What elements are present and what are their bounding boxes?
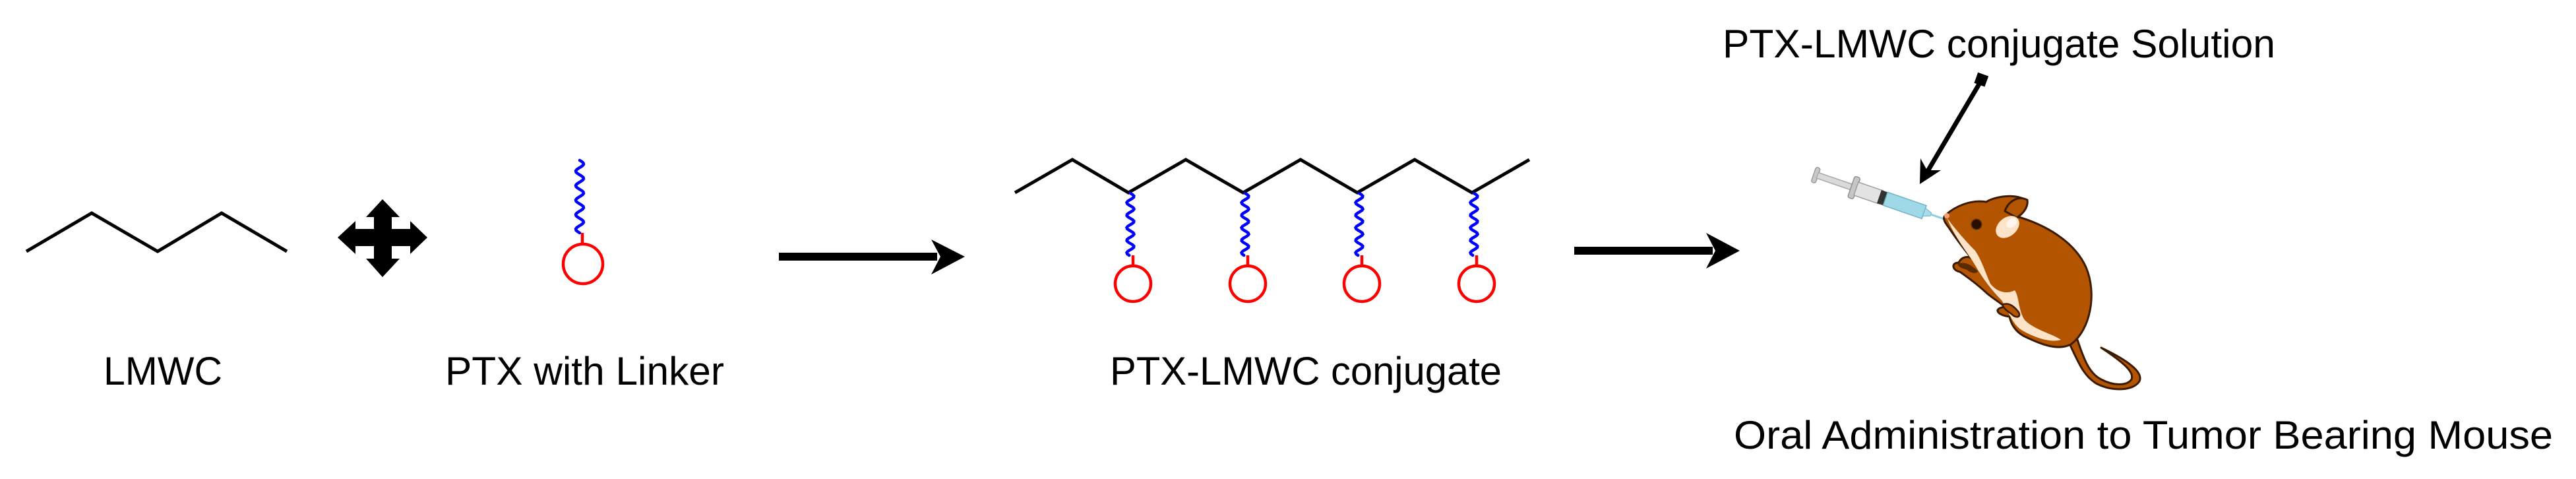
conjugate-pendant xyxy=(1228,191,1268,303)
conjugate-pendant xyxy=(1342,191,1382,303)
conjugate-pendant xyxy=(1113,191,1153,303)
ptx-drug-circle xyxy=(1228,264,1268,303)
pointer-arrow xyxy=(1920,72,1989,184)
ptx-with-linker-structure xyxy=(561,158,605,286)
ptx-drug-circle xyxy=(1113,264,1153,303)
label-lmwc: LMWC xyxy=(104,349,222,393)
label-oral-administration: Oral Administration to Tumor Bearing Mou… xyxy=(1734,413,2553,457)
syringe-icon xyxy=(1811,167,1946,220)
ptx-drug-circle xyxy=(1457,264,1496,303)
linker-wave xyxy=(1124,191,1136,257)
label-ptx-with-linker: PTX with Linker xyxy=(445,349,724,393)
four-way-arrow-icon xyxy=(338,199,427,277)
reaction-arrow-1 xyxy=(779,239,965,274)
label-ptx-lmwc-conjugate: PTX-LMWC conjugate xyxy=(1110,349,1502,393)
reaction-arrow-2 xyxy=(1574,233,1740,269)
ptx-drug-circle xyxy=(1342,264,1382,303)
ptx-lmwc-conjugate-structure xyxy=(1014,158,1531,303)
conjugate-pendant xyxy=(1457,191,1496,303)
label-conjugate-solution: PTX-LMWC conjugate Solution xyxy=(1723,22,2275,66)
linker-wave xyxy=(574,158,586,235)
lmwc-structure xyxy=(25,211,288,253)
linker-wave xyxy=(1353,191,1365,257)
linker-wave xyxy=(1468,191,1480,257)
conjugate-pendants xyxy=(1113,191,1496,303)
conjugate-backbone xyxy=(1014,158,1531,195)
ptx-drug-circle xyxy=(561,242,605,286)
linker-wave xyxy=(1239,191,1251,257)
mouse-icon xyxy=(1943,195,2141,391)
